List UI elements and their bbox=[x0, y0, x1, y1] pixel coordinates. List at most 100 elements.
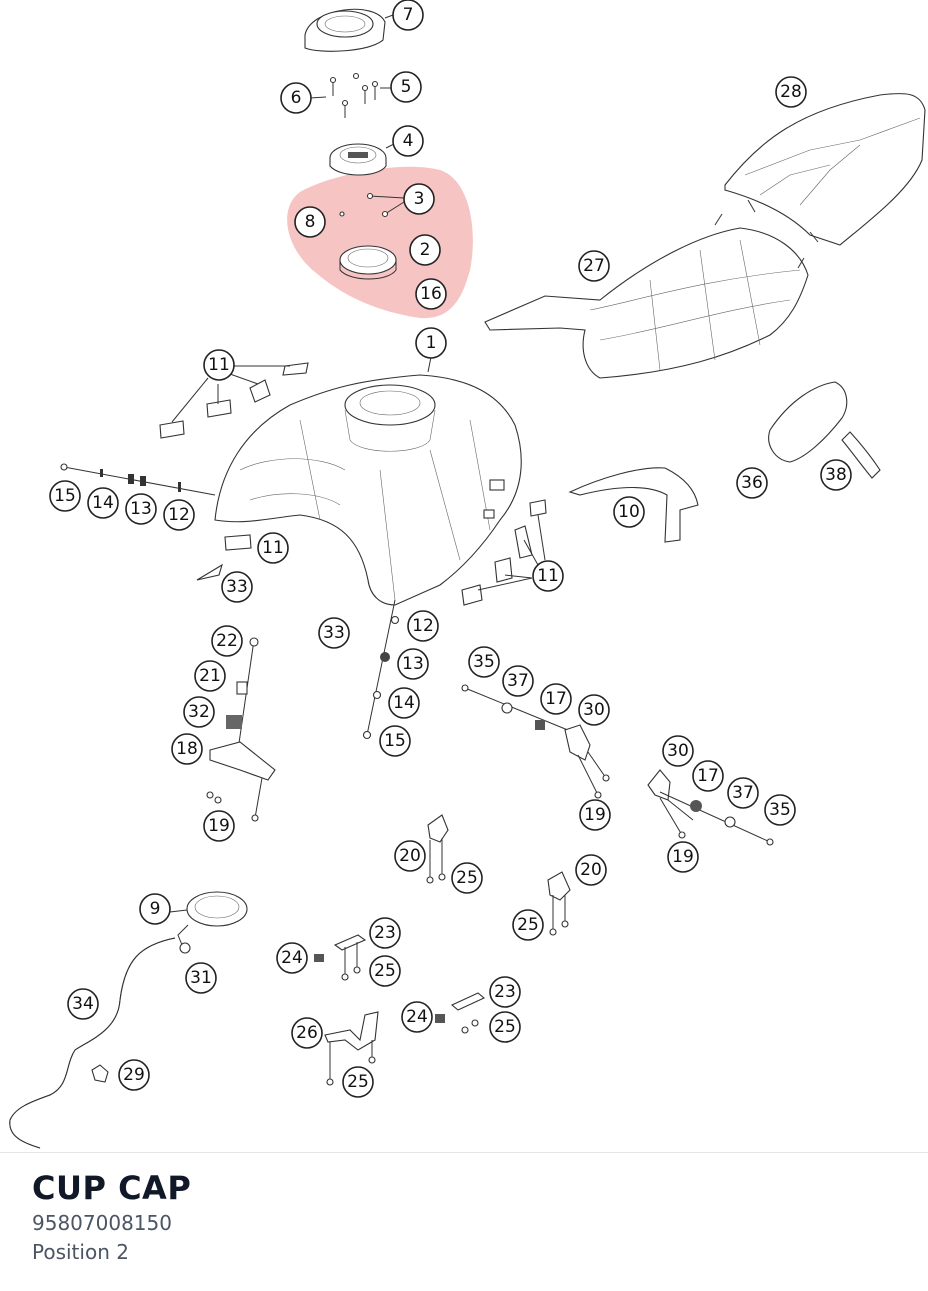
callout-27[interactable]: 27 bbox=[578, 250, 610, 282]
callout-13[interactable]: 13 bbox=[125, 493, 157, 525]
part-bracket-23-upper[interactable] bbox=[314, 934, 367, 981]
svg-text:36: 36 bbox=[741, 473, 763, 493]
callout-35[interactable]: 35 bbox=[764, 794, 796, 826]
part-hose[interactable] bbox=[9, 937, 176, 1149]
part-info-panel: CUP CAP 95807008150 Position 2 bbox=[0, 1152, 928, 1291]
callout-12[interactable]: 12 bbox=[163, 499, 195, 531]
part-bracket-20-left[interactable] bbox=[426, 814, 449, 884]
part-fuel-tank[interactable] bbox=[214, 374, 522, 606]
part-cup-cap[interactable] bbox=[339, 245, 397, 280]
part-fuel-cap[interactable] bbox=[329, 143, 387, 176]
svg-text:25: 25 bbox=[374, 961, 396, 981]
part-bracket-23-lower[interactable] bbox=[435, 992, 486, 1034]
svg-text:4: 4 bbox=[403, 131, 414, 151]
callout-13[interactable]: 13 bbox=[397, 648, 429, 680]
callout-30[interactable]: 30 bbox=[578, 694, 610, 726]
callout-15[interactable]: 15 bbox=[379, 725, 411, 757]
callout-14[interactable]: 14 bbox=[388, 687, 420, 719]
callout-35[interactable]: 35 bbox=[468, 646, 500, 678]
callout-25[interactable]: 25 bbox=[512, 909, 544, 941]
part-decals[interactable] bbox=[159, 362, 547, 606]
callout-11[interactable]: 11 bbox=[532, 560, 564, 592]
callout-18[interactable]: 18 bbox=[171, 733, 203, 765]
svg-text:35: 35 bbox=[473, 652, 495, 672]
callout-4[interactable]: 4 bbox=[392, 125, 424, 157]
callout-11[interactable]: 11 bbox=[257, 532, 289, 564]
part-rear-seat[interactable] bbox=[724, 92, 926, 246]
callout-31[interactable]: 31 bbox=[185, 962, 217, 994]
part-bracket-26[interactable] bbox=[324, 1011, 379, 1086]
callout-25[interactable]: 25 bbox=[342, 1066, 374, 1098]
part-bracket-20-right[interactable] bbox=[547, 871, 571, 936]
callout-26[interactable]: 26 bbox=[291, 1017, 323, 1049]
callout-25[interactable]: 25 bbox=[489, 1011, 521, 1043]
svg-text:32: 32 bbox=[188, 702, 210, 722]
part-side-bracket[interactable] bbox=[568, 467, 699, 543]
callout-3[interactable]: 3 bbox=[403, 183, 435, 215]
callout-19[interactable]: 19 bbox=[667, 841, 699, 873]
svg-text:13: 13 bbox=[130, 499, 152, 519]
part-position: Position 2 bbox=[32, 1240, 129, 1264]
callout-37[interactable]: 37 bbox=[502, 665, 534, 697]
callout-33[interactable]: 33 bbox=[221, 571, 253, 603]
part-mount-assembly-right-lower[interactable] bbox=[647, 769, 774, 846]
callout-16[interactable]: 16 bbox=[415, 278, 447, 310]
callout-22[interactable]: 22 bbox=[211, 625, 243, 657]
callout-24[interactable]: 24 bbox=[276, 942, 308, 974]
svg-text:37: 37 bbox=[732, 783, 754, 803]
svg-text:9: 9 bbox=[150, 899, 161, 919]
callout-7[interactable]: 7 bbox=[392, 0, 424, 31]
callout-20[interactable]: 20 bbox=[394, 840, 426, 872]
callout-15[interactable]: 15 bbox=[49, 480, 81, 512]
svg-text:1: 1 bbox=[426, 333, 437, 353]
callout-20[interactable]: 20 bbox=[575, 854, 607, 886]
part-pump-flange[interactable] bbox=[177, 891, 248, 954]
callout-9[interactable]: 9 bbox=[139, 893, 171, 925]
callout-12[interactable]: 12 bbox=[407, 610, 439, 642]
svg-text:5: 5 bbox=[401, 77, 412, 97]
callout-23[interactable]: 23 bbox=[369, 917, 401, 949]
callout-33[interactable]: 33 bbox=[318, 617, 350, 649]
callout-23[interactable]: 23 bbox=[489, 976, 521, 1008]
svg-text:24: 24 bbox=[281, 948, 303, 968]
svg-text:38: 38 bbox=[825, 465, 847, 485]
callout-36[interactable]: 36 bbox=[736, 467, 768, 499]
part-clip[interactable] bbox=[841, 431, 881, 479]
callout-2[interactable]: 2 bbox=[409, 234, 441, 266]
part-cover-ring[interactable] bbox=[304, 8, 386, 52]
callout-30[interactable]: 30 bbox=[662, 735, 694, 767]
callout-8[interactable]: 8 bbox=[294, 206, 326, 238]
callout-17[interactable]: 17 bbox=[540, 683, 572, 715]
callout-28[interactable]: 28 bbox=[775, 76, 807, 108]
callout-32[interactable]: 32 bbox=[183, 696, 215, 728]
svg-text:12: 12 bbox=[412, 616, 434, 636]
callout-17[interactable]: 17 bbox=[692, 760, 724, 792]
callout-19[interactable]: 19 bbox=[203, 810, 235, 842]
callout-19[interactable]: 19 bbox=[579, 799, 611, 831]
callout-25[interactable]: 25 bbox=[451, 862, 483, 894]
part-screws[interactable] bbox=[309, 72, 391, 119]
svg-text:37: 37 bbox=[507, 671, 529, 691]
part-bolt-assembly-center[interactable] bbox=[362, 599, 400, 740]
callout-25[interactable]: 25 bbox=[369, 955, 401, 987]
callout-24[interactable]: 24 bbox=[401, 1001, 433, 1033]
part-hose-clip[interactable] bbox=[91, 1064, 109, 1083]
callout-14[interactable]: 14 bbox=[87, 487, 119, 519]
callout-21[interactable]: 21 bbox=[194, 660, 226, 692]
callout-5[interactable]: 5 bbox=[390, 71, 422, 103]
part-front-seat[interactable] bbox=[484, 213, 809, 379]
part-bolt-assembly-left[interactable] bbox=[60, 463, 216, 496]
callout-11[interactable]: 11 bbox=[203, 349, 235, 381]
callout-1[interactable]: 1 bbox=[415, 327, 447, 359]
svg-text:19: 19 bbox=[672, 847, 694, 867]
callout-37[interactable]: 37 bbox=[727, 777, 759, 809]
callout-10[interactable]: 10 bbox=[613, 496, 645, 528]
svg-text:23: 23 bbox=[374, 923, 396, 943]
callout-34[interactable]: 34 bbox=[67, 988, 99, 1020]
part-pad[interactable] bbox=[768, 381, 848, 463]
callout-38[interactable]: 38 bbox=[820, 459, 852, 491]
part-mount-stack-left[interactable] bbox=[206, 637, 276, 822]
callout-29[interactable]: 29 bbox=[118, 1059, 150, 1091]
callout-6[interactable]: 6 bbox=[280, 82, 312, 114]
part-mount-assembly-right-upper[interactable] bbox=[461, 684, 610, 799]
